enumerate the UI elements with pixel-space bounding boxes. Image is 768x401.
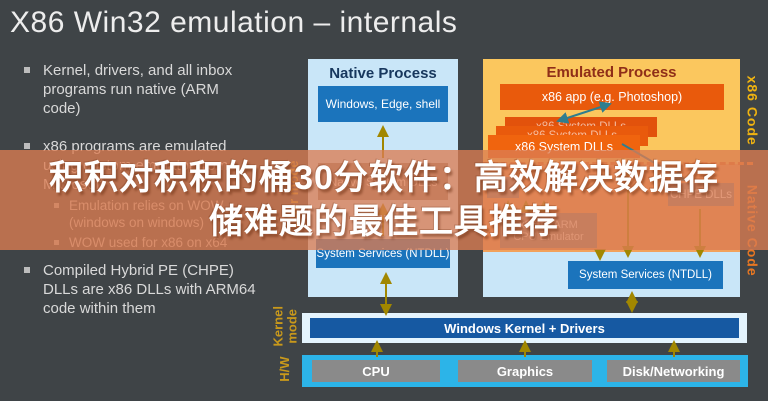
disk-networking-box: Disk/Networking (607, 360, 740, 382)
windows-kernel-drivers-bar: Windows Kernel + Drivers (310, 318, 739, 338)
native-process-header: Native Process (329, 65, 437, 82)
cpu-box: CPU (312, 360, 440, 382)
x86-code-label: x86 Code (744, 75, 761, 146)
promo-overlay-line1: 积积对积积的桶30分软件：高效解决数据存 (49, 158, 719, 197)
bullet-marker-icon (24, 266, 30, 273)
emulated-process-header: Emulated Process (546, 64, 677, 81)
bullet-marker-icon (24, 142, 30, 149)
slide-title: X86 Win32 emulation – internals (10, 6, 458, 39)
promo-overlay-banner: 积积对积积的桶30分软件：高效解决数据存 储难题的最佳工具推荐 (0, 150, 768, 250)
windows-edge-shell-box: Windows, Edge, shell (318, 86, 448, 122)
graphics-box: Graphics (458, 360, 592, 382)
bullet-item: Compiled Hybrid PE (CHPE) DLLs are x86 D… (24, 261, 276, 319)
bullet-marker-icon (24, 67, 30, 73)
promo-overlay-line2: 储难题的最佳工具推荐 (209, 203, 559, 241)
bullet-text: Kernel, drivers, and all inbox programs … (43, 62, 233, 118)
bullet-item: Kernel, drivers, and all inbox programs … (24, 61, 276, 119)
hw-label: H/W (276, 356, 292, 382)
kernel-mode-label: Kernel mode (270, 306, 300, 347)
bullet-text: Compiled Hybrid PE (CHPE) DLLs are x86 D… (43, 261, 256, 318)
emulated-ntdll-box: System Services (NTDLL) (568, 261, 723, 289)
x86-app-box: x86 app (e.g. Photoshop) (500, 84, 724, 110)
